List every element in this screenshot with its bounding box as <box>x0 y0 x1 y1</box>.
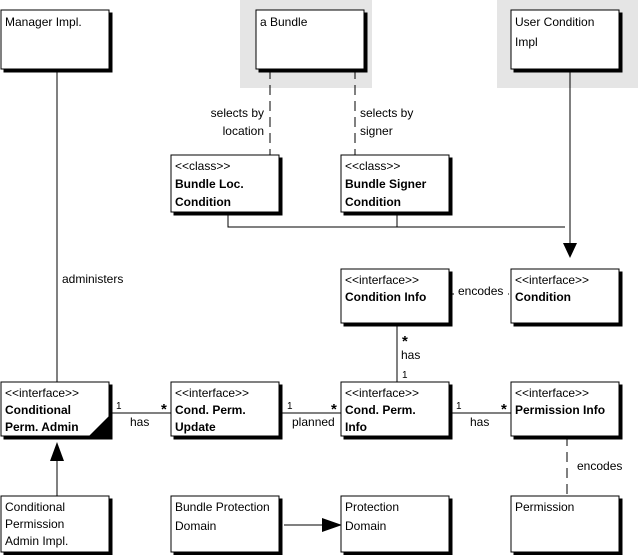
manager-impl-label: Manager Impl. <box>5 15 82 29</box>
mult-info-one: 1 <box>456 401 462 412</box>
bundle-signer-label-1: Bundle Signer <box>345 177 427 191</box>
update-label-2: Update <box>175 420 216 434</box>
box-bundle-signer-condition[interactable] <box>340 154 450 213</box>
condition-info-stereotype: <<interface>> <box>345 273 419 287</box>
mult-condinfo-one: 1 <box>402 370 408 381</box>
mult-admin-one: 1 <box>116 401 122 412</box>
protection-domain-label-1: Protection <box>345 500 399 514</box>
update-stereotype: <<interface>> <box>175 386 249 400</box>
selects-by-signer-label-2: signer <box>360 124 393 138</box>
a-bundle-label: a Bundle <box>260 15 308 29</box>
user-condition-impl-label-1: User Condition <box>515 15 594 29</box>
box-condition-info[interactable] <box>340 268 450 324</box>
box-a-bundle[interactable] <box>255 9 365 70</box>
mult-condinfo-many: * <box>402 333 408 350</box>
service-corner-mark <box>89 416 109 436</box>
selects-by-location-label-1: selects by <box>211 106 264 120</box>
permission-label: Permission <box>515 500 574 514</box>
condition-label: Condition <box>515 290 571 304</box>
bundle-loc-label-2: Condition <box>175 195 231 209</box>
box-bundle-protection-domain[interactable] <box>170 495 280 553</box>
condition-stereotype: <<interface>> <box>515 273 589 287</box>
box-condition[interactable] <box>510 268 620 324</box>
bundle-loc-label-1: Bundle Loc. <box>175 177 244 191</box>
admin-impl-label-3: Admin Impl. <box>5 534 68 548</box>
admin-impl-label-2: Permission <box>5 517 64 531</box>
box-permission[interactable] <box>510 495 620 553</box>
cond-perm-info-stereotype: <<interface>> <box>345 386 419 400</box>
has-info-label: has <box>401 348 420 362</box>
update-label-1: Cond. Perm. <box>175 403 246 417</box>
box-permission-info[interactable] <box>510 381 620 437</box>
box-cond-perm-update[interactable] <box>170 381 280 437</box>
box-conditional-perm-admin[interactable] <box>0 381 110 437</box>
protection-domain-label-2: Domain <box>345 519 386 533</box>
box-protection-domain[interactable] <box>340 495 450 553</box>
arrow-to-condition <box>563 243 577 258</box>
bundle-loc-stereotype: <<class>> <box>175 159 230 173</box>
box-manager-impl[interactable] <box>0 9 110 70</box>
has-permission-label: has <box>470 415 489 429</box>
cond-perm-info-label-1: Cond. Perm. <box>345 403 416 417</box>
connectors <box>56 69 571 526</box>
encodes-permission-label: encodes <box>577 459 622 473</box>
mult-update-many: * <box>331 401 337 418</box>
condition-info-label: Condition Info <box>345 290 426 304</box>
selects-by-signer-label-1: selects by <box>360 106 413 120</box>
admin-stereotype: <<interface>> <box>5 386 79 400</box>
box-bundle-loc-condition[interactable] <box>170 154 280 213</box>
bundle-protection-domain-label-1: Bundle Protection <box>175 500 270 514</box>
user-condition-impl-label-2: Impl <box>515 35 538 49</box>
mult-update-one: 1 <box>287 401 293 412</box>
cond-perm-info-label-2: Info <box>345 420 367 434</box>
box-cond-perm-info[interactable] <box>340 381 450 437</box>
arrow-to-protection-domain <box>322 518 342 532</box>
bundle-signer-stereotype: <<class>> <box>345 159 400 173</box>
bundle-protection-domain-label-2: Domain <box>175 519 216 533</box>
box-user-condition-impl[interactable] <box>510 9 620 70</box>
permission-info-label: Permission Info <box>515 403 605 417</box>
boxes <box>0 9 620 553</box>
bundle-signer-label-2: Condition <box>345 195 401 209</box>
mult-admin-many: * <box>161 401 167 418</box>
planned-label: planned <box>292 415 335 429</box>
generalization-arrow <box>50 442 64 461</box>
admin-impl-label-1: Conditional <box>5 500 65 514</box>
permission-info-stereotype: <<interface>> <box>515 386 589 400</box>
selects-by-location-label-2: location <box>223 124 264 138</box>
encodes-condition-label: encodes <box>458 284 503 298</box>
administers-label: administers <box>62 272 123 286</box>
box-conditional-permission-admin-impl[interactable] <box>0 495 110 553</box>
mult-info-many: * <box>501 401 507 418</box>
admin-label-2: Perm. Admin <box>5 420 79 434</box>
admin-label-1: Conditional <box>5 403 71 417</box>
has-update-label: has <box>130 415 149 429</box>
